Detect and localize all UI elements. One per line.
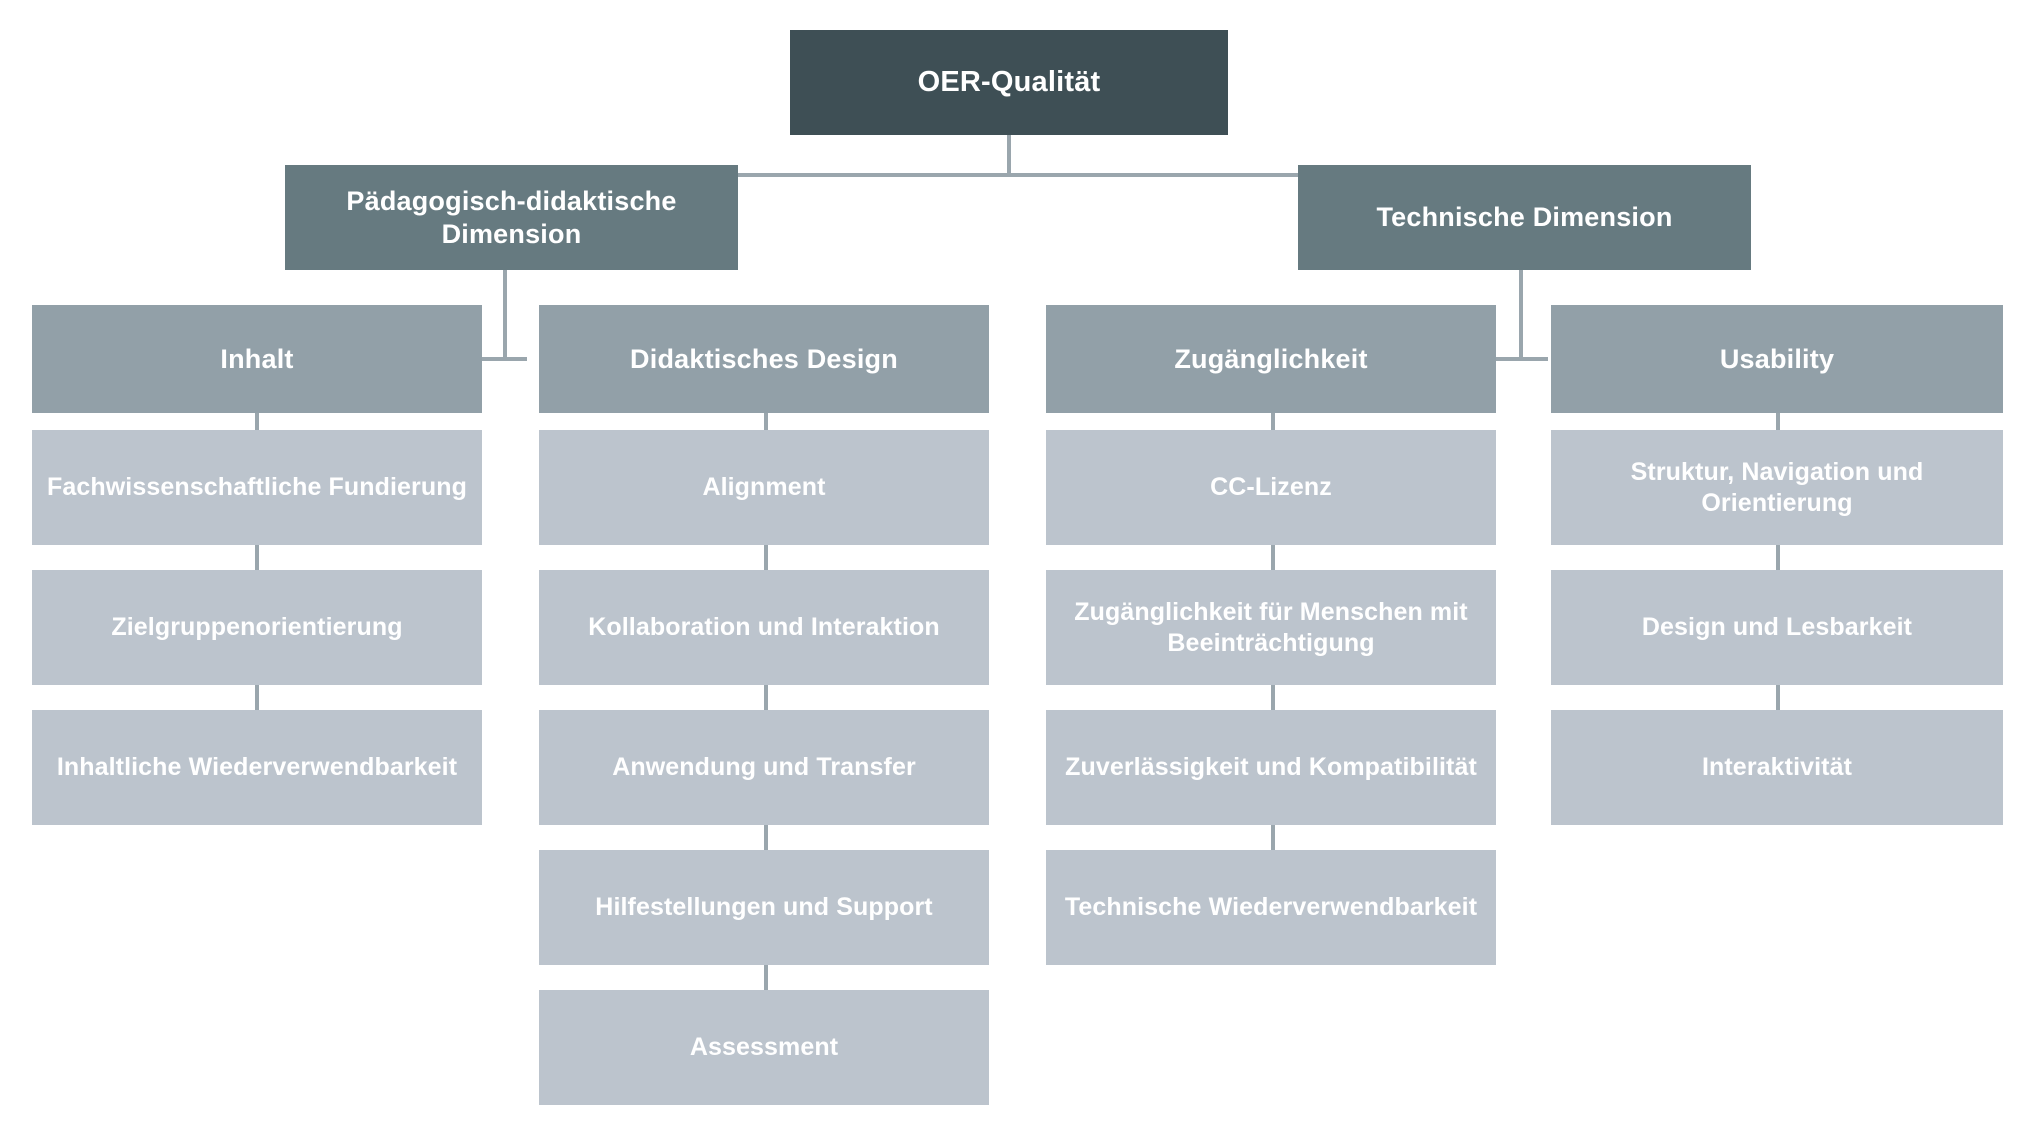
connector-column-3-spine [1271, 685, 1275, 710]
node-leaf-assessment[interactable]: Assessment [539, 990, 989, 1105]
node-leaf-design-und-lesbarkeit[interactable]: Design und Lesbarkeit [1551, 570, 2003, 685]
connector-column-3-spine [1271, 825, 1275, 850]
node-leaf-zielgruppenorientierung[interactable]: Zielgruppenorientierung [32, 570, 482, 685]
node-leaf-struktur-navigation-und-orientierung[interactable]: Struktur, Navigation und Orientierung [1551, 430, 2003, 545]
node-leaf-kollaboration-und-interaktion[interactable]: Kollaboration und Interaktion [539, 570, 989, 685]
connector-column-4-spine [1776, 685, 1780, 710]
connector-column-2-spine [764, 825, 768, 850]
node-category-zugaenglichkeit[interactable]: Zugänglichkeit [1046, 305, 1496, 413]
connector-column-4-spine [1776, 413, 1780, 430]
node-leaf-inhaltliche-wiederverwendbarkeit[interactable]: Inhaltliche Wiederverwendbarkeit [32, 710, 482, 825]
node-root-oer-qualitaet[interactable]: OER-Qualität [790, 30, 1228, 135]
connector-root-stem [1007, 135, 1011, 175]
connector-right-dimension-stem [1519, 212, 1523, 359]
node-leaf-hilfestellungen-und-support[interactable]: Hilfestellungen und Support [539, 850, 989, 965]
node-category-usability[interactable]: Usability [1551, 305, 2003, 413]
node-leaf-cc-lizenz[interactable]: CC-Lizenz [1046, 430, 1496, 545]
node-leaf-technische-wiederverwendbarkeit[interactable]: Technische Wiederverwendbarkeit [1046, 850, 1496, 965]
connector-column-3-spine [1271, 545, 1275, 570]
connector-column-1-spine [255, 685, 259, 710]
connector-column-3-spine [1271, 413, 1275, 430]
connector-left-dimension-stem [503, 212, 507, 359]
connector-column-2-spine [764, 685, 768, 710]
connector-column-2-spine [764, 545, 768, 570]
connector-column-1-spine [255, 413, 259, 430]
connector-column-2-spine [764, 413, 768, 430]
node-leaf-fachwissenschaftliche-fundierung[interactable]: Fachwissenschaftliche Fundierung [32, 430, 482, 545]
node-dimension-paedagogisch-didaktische[interactable]: Pädagogisch-didaktische Dimension [285, 165, 738, 270]
node-category-didaktisches-design[interactable]: Didaktisches Design [539, 305, 989, 413]
connector-column-2-spine [764, 965, 768, 990]
node-leaf-alignment[interactable]: Alignment [539, 430, 989, 545]
node-category-inhalt[interactable]: Inhalt [32, 305, 482, 413]
connector-right-category-bus [1495, 357, 1548, 361]
node-dimension-technische[interactable]: Technische Dimension [1298, 165, 1751, 270]
node-leaf-zuverlaessigkeit-und-kompatibilitaet[interactable]: Zuverlässigkeit und Kompatibilität [1046, 710, 1496, 825]
node-leaf-zugaenglichkeit-fuer-menschen-mit-beeintraechtigung[interactable]: Zugänglichkeit für Menschen mit Beeinträ… [1046, 570, 1496, 685]
node-leaf-interaktivitaet[interactable]: Interaktivität [1551, 710, 2003, 825]
connector-dimension-bus [738, 173, 1298, 177]
connector-column-4-spine [1776, 545, 1780, 570]
connector-left-category-bus [482, 357, 527, 361]
node-leaf-anwendung-und-transfer[interactable]: Anwendung und Transfer [539, 710, 989, 825]
connector-column-1-spine [255, 545, 259, 570]
